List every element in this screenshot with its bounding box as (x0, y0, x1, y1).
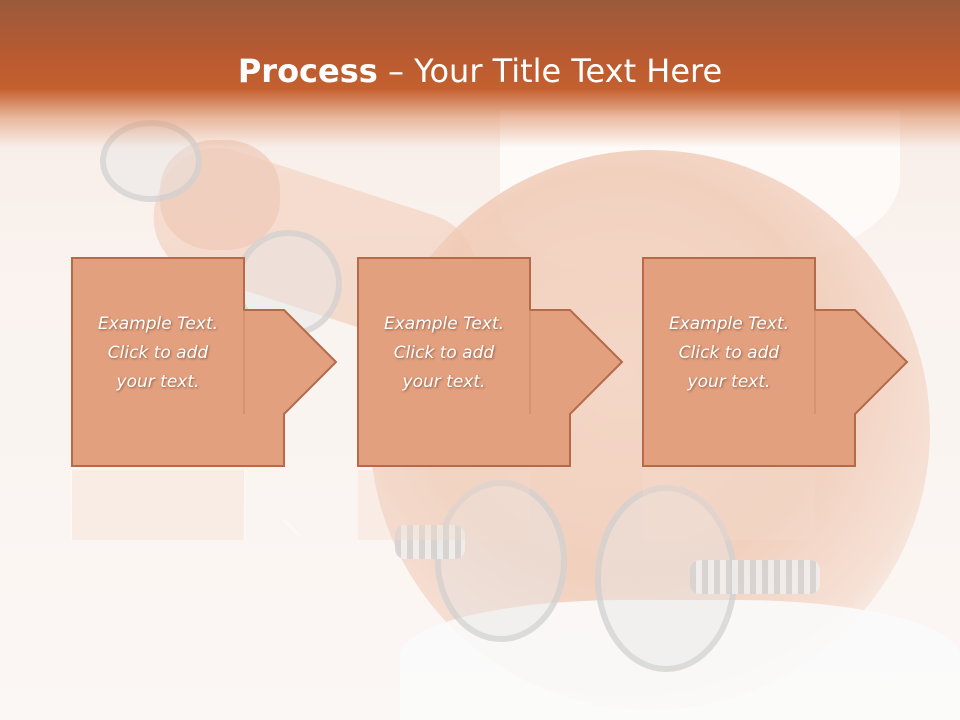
title-rest: – Your Title Text Here (377, 52, 723, 90)
slide-title[interactable]: Process – Your Title Text Here (0, 52, 960, 90)
process-step-3[interactable]: Example Text. Click to add your text. (641, 256, 931, 468)
step-2-text[interactable]: Example Text. Click to add your text. (383, 314, 505, 392)
process-step-1[interactable]: Example Text. Click to add your text. (70, 256, 360, 468)
process-step-2[interactable]: Example Text. Click to add your text. (356, 256, 646, 468)
step-3-reflection (641, 470, 931, 550)
step-3-text[interactable]: Example Text. Click to add your text. (668, 314, 790, 392)
title-banner (0, 0, 960, 148)
arrow-right-icon (71, 257, 338, 467)
step-1-text[interactable]: Example Text. Click to add your text. (97, 314, 219, 392)
arrow-right-icon (642, 257, 909, 467)
step-2-reflection (356, 470, 646, 550)
arrow-right-icon (357, 257, 624, 467)
step-1-reflection (70, 470, 360, 550)
title-bold: Process (237, 52, 378, 90)
